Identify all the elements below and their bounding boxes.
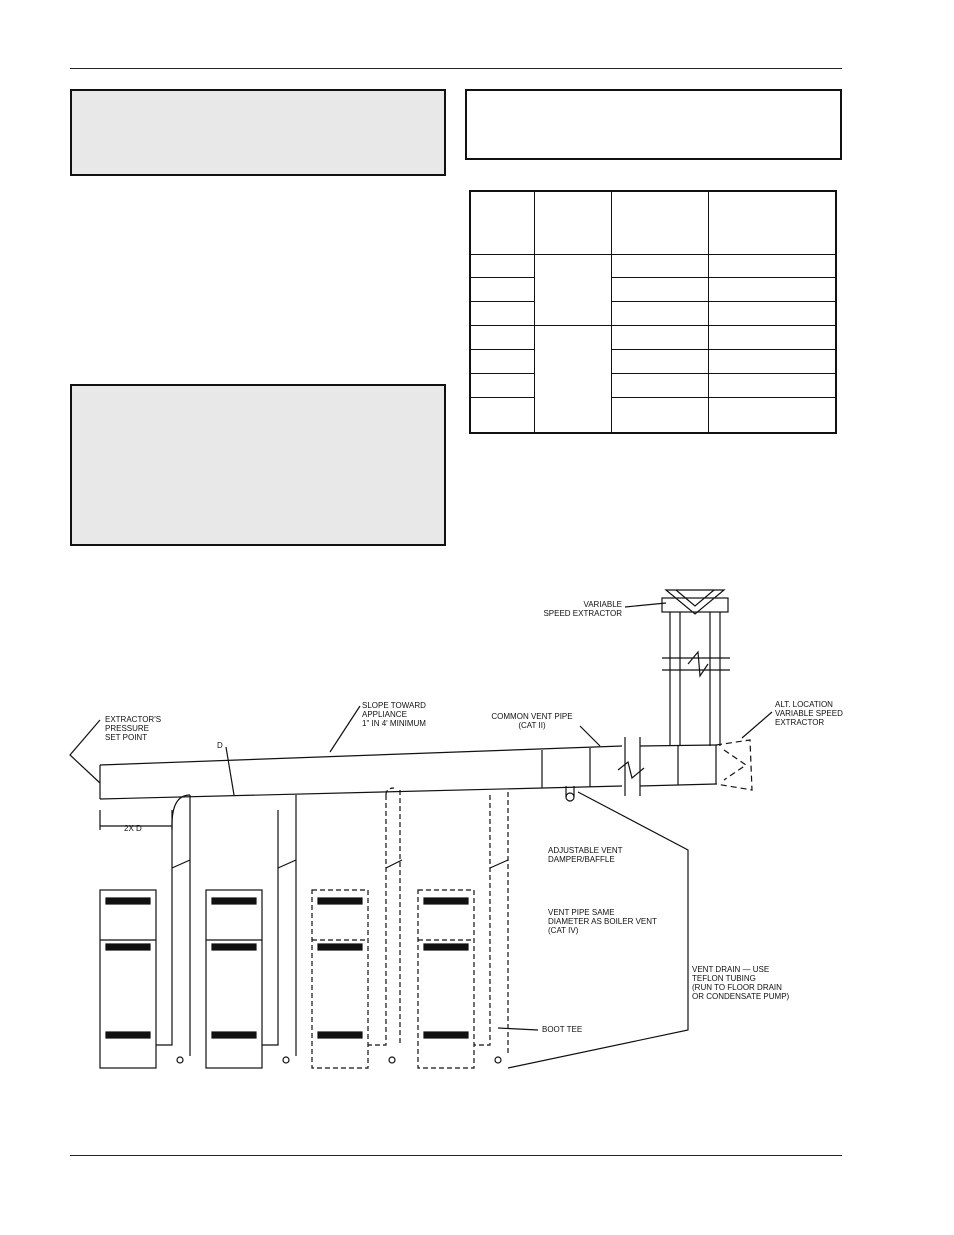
table-row bbox=[469, 301, 837, 327]
table-cell bbox=[469, 253, 535, 279]
table-row bbox=[469, 372, 837, 398]
table-cell bbox=[707, 325, 837, 350]
vent-table bbox=[469, 190, 837, 434]
table-group-cell bbox=[533, 325, 612, 434]
table-cell bbox=[610, 372, 709, 398]
table-cell bbox=[707, 301, 837, 327]
variable-speed-extractor bbox=[664, 589, 726, 615]
header-rule bbox=[70, 68, 842, 69]
label-common-vent: COMMON VENT PIPE(CAT II) bbox=[491, 712, 572, 730]
table-cell bbox=[707, 348, 837, 374]
note-box-bottom bbox=[70, 384, 446, 546]
table-cell bbox=[610, 301, 709, 327]
caption-box bbox=[465, 89, 842, 160]
table-header-cell bbox=[707, 190, 837, 255]
table-row bbox=[469, 396, 837, 434]
table-cell bbox=[469, 277, 535, 303]
boiler-3 bbox=[311, 787, 403, 1069]
table-row bbox=[469, 325, 837, 434]
label-2xd: 2X D bbox=[124, 824, 142, 833]
table-row bbox=[469, 348, 837, 374]
table-header-cell bbox=[610, 190, 709, 255]
table-cell bbox=[610, 396, 709, 434]
table-cell bbox=[610, 348, 709, 374]
table-cell bbox=[707, 277, 837, 303]
table-header-row bbox=[469, 190, 837, 255]
table-cell bbox=[610, 325, 709, 350]
table-cell bbox=[469, 396, 535, 434]
table-cell bbox=[469, 301, 535, 327]
boiler-4 bbox=[399, 790, 509, 1069]
table-cell bbox=[469, 372, 535, 398]
note-box-top bbox=[70, 89, 446, 176]
table-header-cell bbox=[533, 190, 612, 255]
table-cell bbox=[707, 253, 837, 279]
footer-rule bbox=[70, 1155, 842, 1156]
table-header-cell bbox=[469, 190, 535, 255]
boiler-2 bbox=[205, 795, 297, 1069]
table-cell bbox=[707, 396, 837, 434]
table-cell bbox=[469, 325, 535, 350]
label-boot-tee: BOOT TEE bbox=[542, 1025, 582, 1034]
table-cell bbox=[469, 348, 535, 374]
label-d: D bbox=[217, 741, 223, 750]
table-cell bbox=[707, 372, 837, 398]
table-row bbox=[469, 253, 837, 327]
table-group-cell bbox=[533, 253, 612, 327]
table-cell bbox=[610, 253, 709, 279]
table-row bbox=[469, 277, 837, 303]
common-vent-pipe bbox=[99, 745, 623, 766]
boiler-1 bbox=[99, 794, 191, 1069]
table-cell bbox=[610, 277, 709, 303]
